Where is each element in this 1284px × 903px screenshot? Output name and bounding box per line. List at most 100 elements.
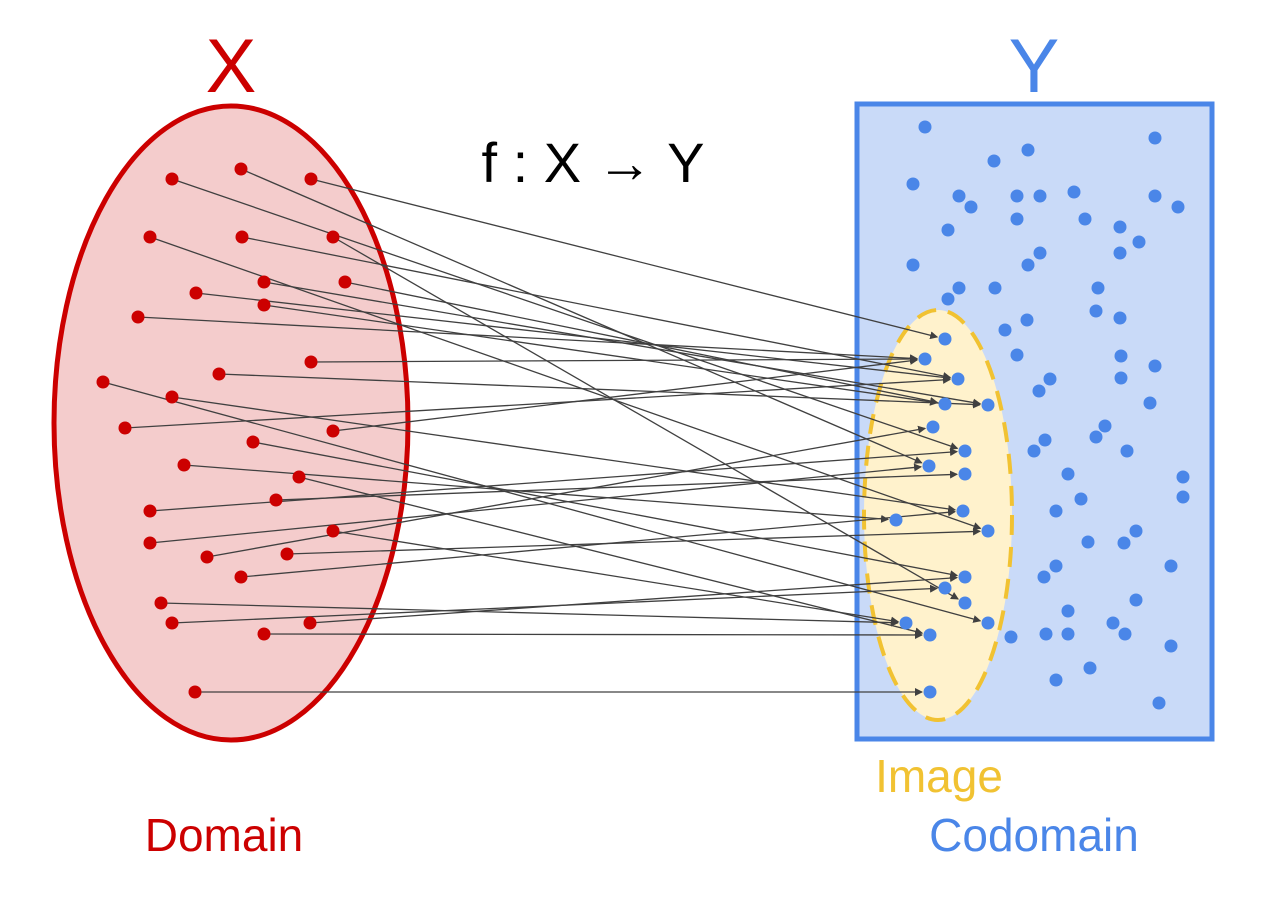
mapping-arrow (171, 396, 957, 513)
domain-point (338, 275, 352, 289)
domain-point (118, 421, 132, 435)
domain-point (280, 547, 294, 561)
domain-point (326, 424, 340, 438)
image-point (958, 444, 972, 458)
mapping-arrow (344, 281, 939, 405)
image-point (956, 504, 970, 518)
mapping-arrow (286, 527, 981, 555)
codomain-point (1171, 200, 1185, 214)
domain-point (257, 627, 271, 641)
codomain-point (952, 189, 966, 203)
codomain-point (1089, 304, 1103, 318)
domain-point (143, 504, 157, 518)
codomain-point (1114, 349, 1128, 363)
codomain-point (1114, 371, 1128, 385)
image-caption: Image (875, 750, 1003, 802)
codomain-point (1164, 559, 1178, 573)
mapping-arrows (102, 168, 982, 696)
domain-point (257, 275, 271, 289)
codomain-points (906, 120, 1190, 710)
image-point (938, 581, 952, 595)
codomain-point (1081, 535, 1095, 549)
function-title: f : X → Y (481, 131, 704, 194)
mapping-arrow (310, 178, 939, 340)
domain-point (165, 390, 179, 404)
domain-point (165, 172, 179, 186)
codomain-point (1176, 470, 1190, 484)
codomain-point (1061, 627, 1075, 641)
domain-point (154, 596, 168, 610)
image-point (981, 524, 995, 538)
mapping-arrow (298, 476, 924, 636)
codomain-point (987, 154, 1001, 168)
domain-set-name: X (206, 24, 257, 109)
mapping-arrow (332, 530, 900, 625)
codomain-point (918, 120, 932, 134)
domain-points (96, 162, 352, 699)
codomain-point (1106, 616, 1120, 630)
mapping-arrow (160, 602, 899, 627)
codomain-point (1033, 246, 1047, 260)
codomain-point (1021, 143, 1035, 157)
domain-point (234, 570, 248, 584)
mapping-arrow (309, 574, 958, 624)
codomain-point (1049, 673, 1063, 687)
mapping-arrow (332, 356, 919, 432)
image-point (981, 398, 995, 412)
domain-point (200, 550, 214, 564)
mapping-arrow (149, 463, 922, 544)
image-point (923, 685, 937, 699)
codomain-caption: Codomain (929, 809, 1139, 861)
codomain-point (1020, 313, 1034, 327)
domain-point (96, 375, 110, 389)
codomain-set-name: Y (1009, 24, 1060, 109)
domain-point (304, 355, 318, 369)
mapping-arrow (218, 373, 981, 409)
mapping-arrow (195, 292, 952, 382)
domain-point (326, 230, 340, 244)
codomain-point (1004, 630, 1018, 644)
codomain-point (1120, 444, 1134, 458)
image-point (938, 397, 952, 411)
domain-set (51, 103, 411, 743)
codomain-point (1113, 220, 1127, 234)
codomain-point (998, 323, 1012, 337)
mapping-arrow (102, 381, 982, 623)
codomain-point (941, 223, 955, 237)
image-point (889, 513, 903, 527)
codomain-point (1032, 384, 1046, 398)
codomain-point (1061, 467, 1075, 481)
codomain-point (1074, 492, 1088, 506)
mapping-arrow (275, 470, 958, 501)
codomain-point (941, 292, 955, 306)
image-point (958, 596, 972, 610)
codomain-point (1143, 396, 1157, 410)
codomain-point (1148, 189, 1162, 203)
image-point (938, 332, 952, 346)
domain-point (177, 458, 191, 472)
codomain-point (1043, 372, 1057, 386)
codomain-point (964, 200, 978, 214)
codomain-point (1113, 311, 1127, 325)
image-points (889, 332, 995, 699)
domain-point (143, 536, 157, 550)
codomain-point (906, 177, 920, 191)
codomain-point (1021, 258, 1035, 272)
codomain-point (1010, 212, 1024, 226)
mapping-arrow (332, 236, 959, 600)
codomain-point (1049, 504, 1063, 518)
image-point (958, 570, 972, 584)
image-point (926, 420, 940, 434)
domain-point (131, 310, 145, 324)
mapping-arrow (149, 448, 958, 512)
codomain-point (1033, 189, 1047, 203)
mapping-arrow (137, 316, 918, 363)
codomain-point (1078, 212, 1092, 226)
mapping-arrow (252, 441, 959, 579)
codomain-point (1038, 433, 1052, 447)
codomain-point (1132, 235, 1146, 249)
image-point (923, 628, 937, 642)
codomain-point (1176, 490, 1190, 504)
mapping-arrow (240, 508, 956, 578)
